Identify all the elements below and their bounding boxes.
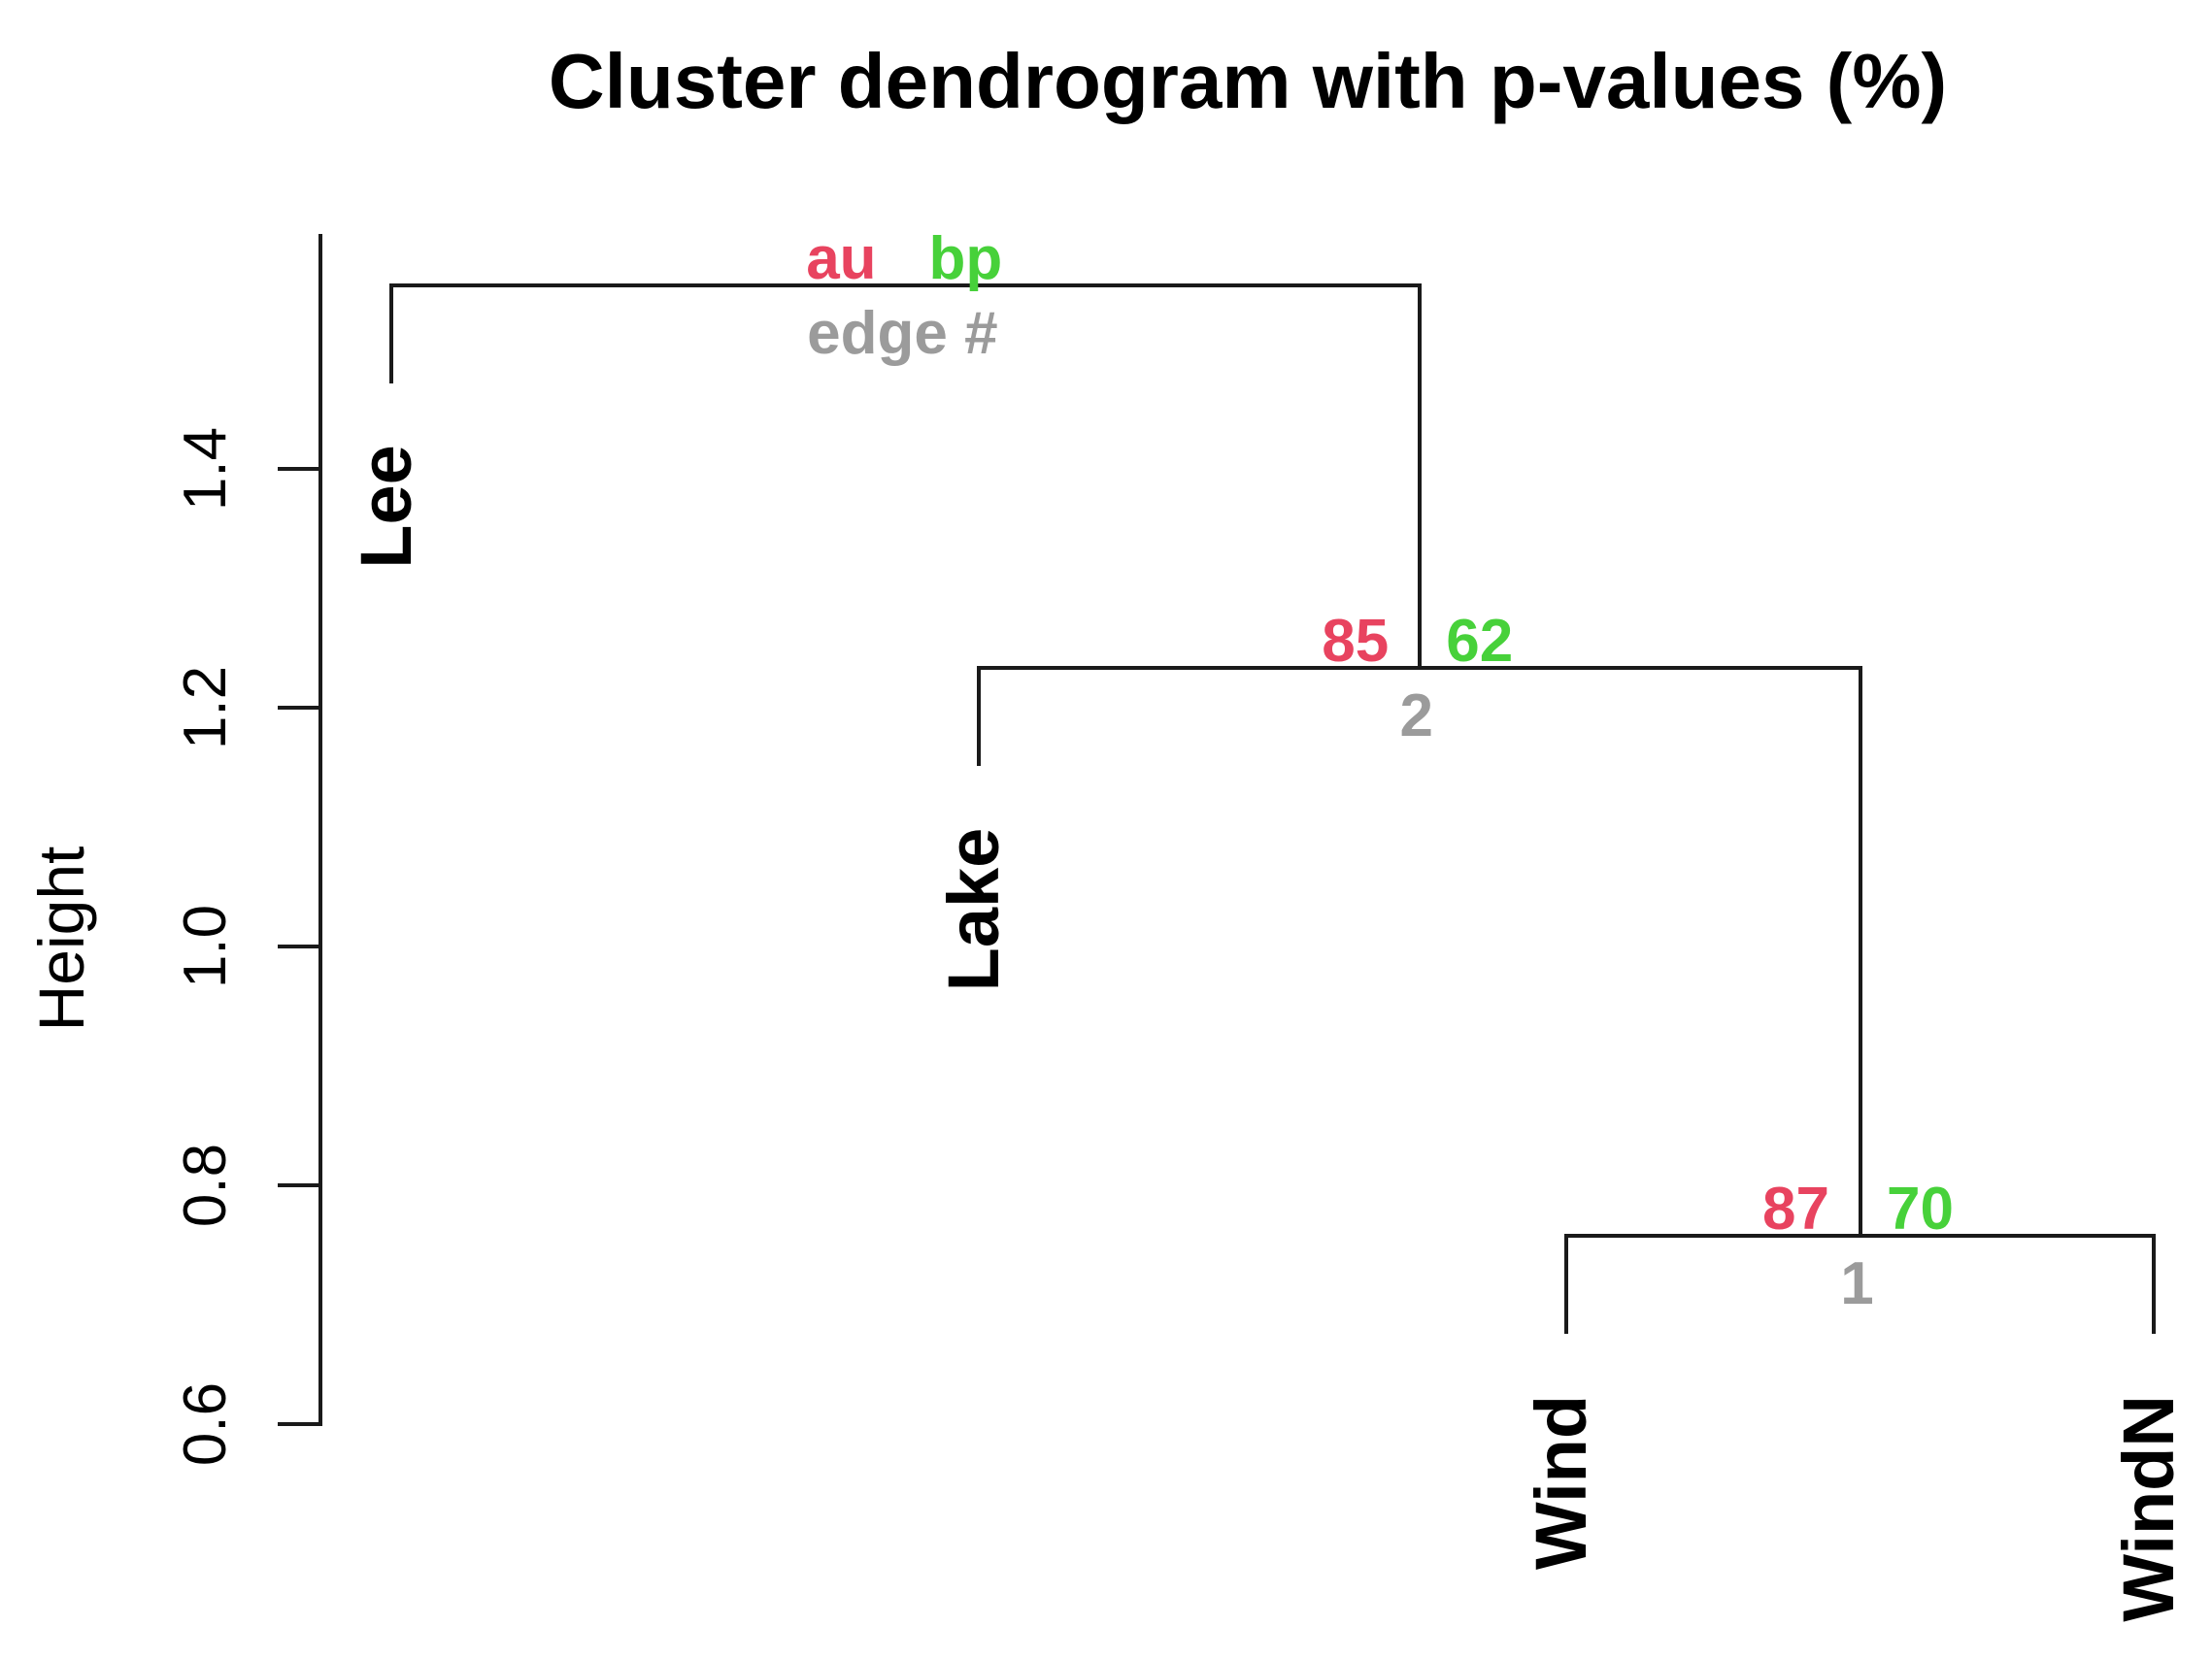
- branch-line: [1858, 666, 1862, 1238]
- bp-value-label: 70: [1887, 1175, 1954, 1243]
- y-axis-tick: [278, 1183, 322, 1187]
- y-axis-line: [318, 234, 322, 1426]
- leaf-label: WindN: [2108, 1394, 2189, 1622]
- legend-edge-label: edge #: [807, 299, 998, 367]
- y-axis-tick-label: 1.0: [172, 904, 239, 989]
- edge-number-label: 1: [1840, 1249, 1874, 1317]
- edge-number-label: 2: [1399, 682, 1433, 750]
- au-value-label: 85: [1322, 608, 1390, 676]
- bp-value-label: 62: [1446, 608, 1514, 676]
- y-axis-tick: [278, 1422, 322, 1426]
- branch-line: [977, 666, 981, 767]
- leaf-label: Wind: [1521, 1394, 1601, 1570]
- y-axis-tick: [278, 467, 322, 471]
- legend-bp-label: bp: [928, 224, 1003, 292]
- branch-line: [1564, 1233, 1568, 1334]
- y-axis-tick-label: 1.2: [172, 665, 239, 750]
- legend-au-label: au: [806, 224, 877, 292]
- branch-line: [389, 282, 393, 383]
- leaf-label: Lee: [346, 444, 426, 569]
- branch-line: [2152, 1233, 2156, 1334]
- branch-line: [1417, 282, 1422, 671]
- y-axis-tick-label: 0.6: [172, 1381, 239, 1467]
- y-axis-tick: [278, 706, 322, 710]
- au-value-label: 87: [1762, 1175, 1829, 1243]
- y-axis-tick-label: 1.4: [172, 426, 239, 512]
- plot-title: Cluster dendrogram with p-values (%): [548, 38, 1948, 124]
- merge-line: [389, 282, 1422, 287]
- leaf-label: Lake: [933, 827, 1014, 992]
- y-axis-title: Height: [25, 846, 97, 1032]
- y-axis-tick: [278, 945, 322, 948]
- y-axis-tick-label: 0.8: [172, 1143, 239, 1228]
